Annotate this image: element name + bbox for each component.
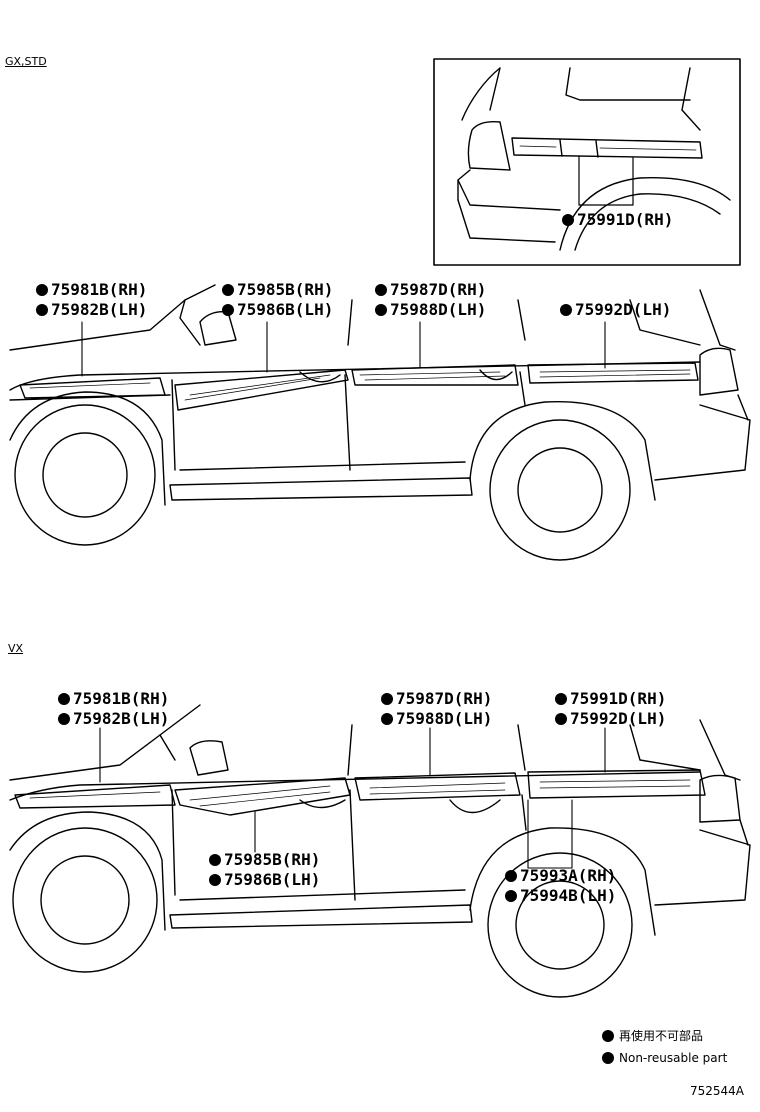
part-number: 75981B(RH) [51, 280, 148, 299]
vehicle-bottom-vx [9, 704, 751, 998]
non-reusable-dot-icon [222, 284, 234, 296]
non-reusable-dot-icon [505, 890, 517, 902]
part-number: 75981B(RH) [73, 689, 170, 708]
non-reusable-dot-icon [505, 870, 517, 882]
non-reusable-dot-icon [209, 854, 221, 866]
part-number: 75988D(LH) [396, 709, 493, 728]
section-label-gx-std: GX,STD [5, 55, 47, 68]
non-reusable-dot-icon [375, 284, 387, 296]
callout-bottom-front-fender: 75981B(RH) 75982B(LH) [58, 689, 169, 729]
non-reusable-dot-icon [36, 284, 48, 296]
part-number: 75993A(RH) [520, 866, 617, 885]
callout-bottom-rear-door: 75987D(RH) 75988D(LH) [381, 689, 492, 729]
diagram-id: 752544A [690, 1084, 745, 1098]
callout-top-front-fender: 75981B(RH) 75982B(LH) [36, 280, 147, 320]
callout-bottom-front-door: 75985B(RH) 75986B(LH) [209, 850, 320, 890]
part-number: 75988D(LH) [390, 300, 487, 319]
part-number: 75991D(RH) [577, 210, 674, 229]
legend-japanese: 再使用不可部品 [619, 1029, 704, 1043]
inset-rear-detail [433, 58, 741, 266]
callout-top-inset: 75991D(RH) [562, 210, 673, 230]
part-number: 75985B(RH) [224, 850, 321, 869]
callout-bottom-quarter: 75991D(RH) 75992D(LH) [555, 689, 666, 729]
non-reusable-dot-icon [562, 214, 574, 226]
non-reusable-dot-icon [602, 1052, 614, 1064]
non-reusable-dot-icon [560, 304, 572, 316]
callout-top-rear-door: 75987D(RH) 75988D(LH) [375, 280, 486, 320]
section-label-vx: VX [8, 642, 24, 655]
non-reusable-dot-icon [381, 713, 393, 725]
part-number: 75986B(LH) [224, 870, 321, 889]
non-reusable-dot-icon [381, 693, 393, 705]
non-reusable-dot-icon [555, 713, 567, 725]
part-number: 75982B(LH) [73, 709, 170, 728]
part-number: 75992D(LH) [570, 709, 667, 728]
part-number: 75987D(RH) [396, 689, 493, 708]
non-reusable-dot-icon [222, 304, 234, 316]
part-number: 75987D(RH) [390, 280, 487, 299]
legend: 再使用不可部品 Non-reusable part [602, 1025, 727, 1069]
non-reusable-dot-icon [58, 693, 70, 705]
part-number: 75992D(LH) [575, 300, 672, 319]
callout-bottom-rear-lower: 75993A(RH) 75994B(LH) [505, 866, 616, 906]
non-reusable-dot-icon [555, 693, 567, 705]
non-reusable-dot-icon [58, 713, 70, 725]
non-reusable-dot-icon [209, 874, 221, 886]
callout-top-quarter: 75992D(LH) [560, 300, 671, 320]
part-number: 75991D(RH) [570, 689, 667, 708]
callout-top-front-door: 75985B(RH) 75986B(LH) [222, 280, 333, 320]
part-number: 75994B(LH) [520, 886, 617, 905]
vehicle-top-gx-std [9, 284, 751, 561]
non-reusable-dot-icon [36, 304, 48, 316]
part-number: 75982B(LH) [51, 300, 148, 319]
legend-english: Non-reusable part [619, 1051, 728, 1065]
part-number: 75986B(LH) [237, 300, 334, 319]
non-reusable-dot-icon [375, 304, 387, 316]
non-reusable-dot-icon [602, 1030, 614, 1042]
part-number: 75985B(RH) [237, 280, 334, 299]
